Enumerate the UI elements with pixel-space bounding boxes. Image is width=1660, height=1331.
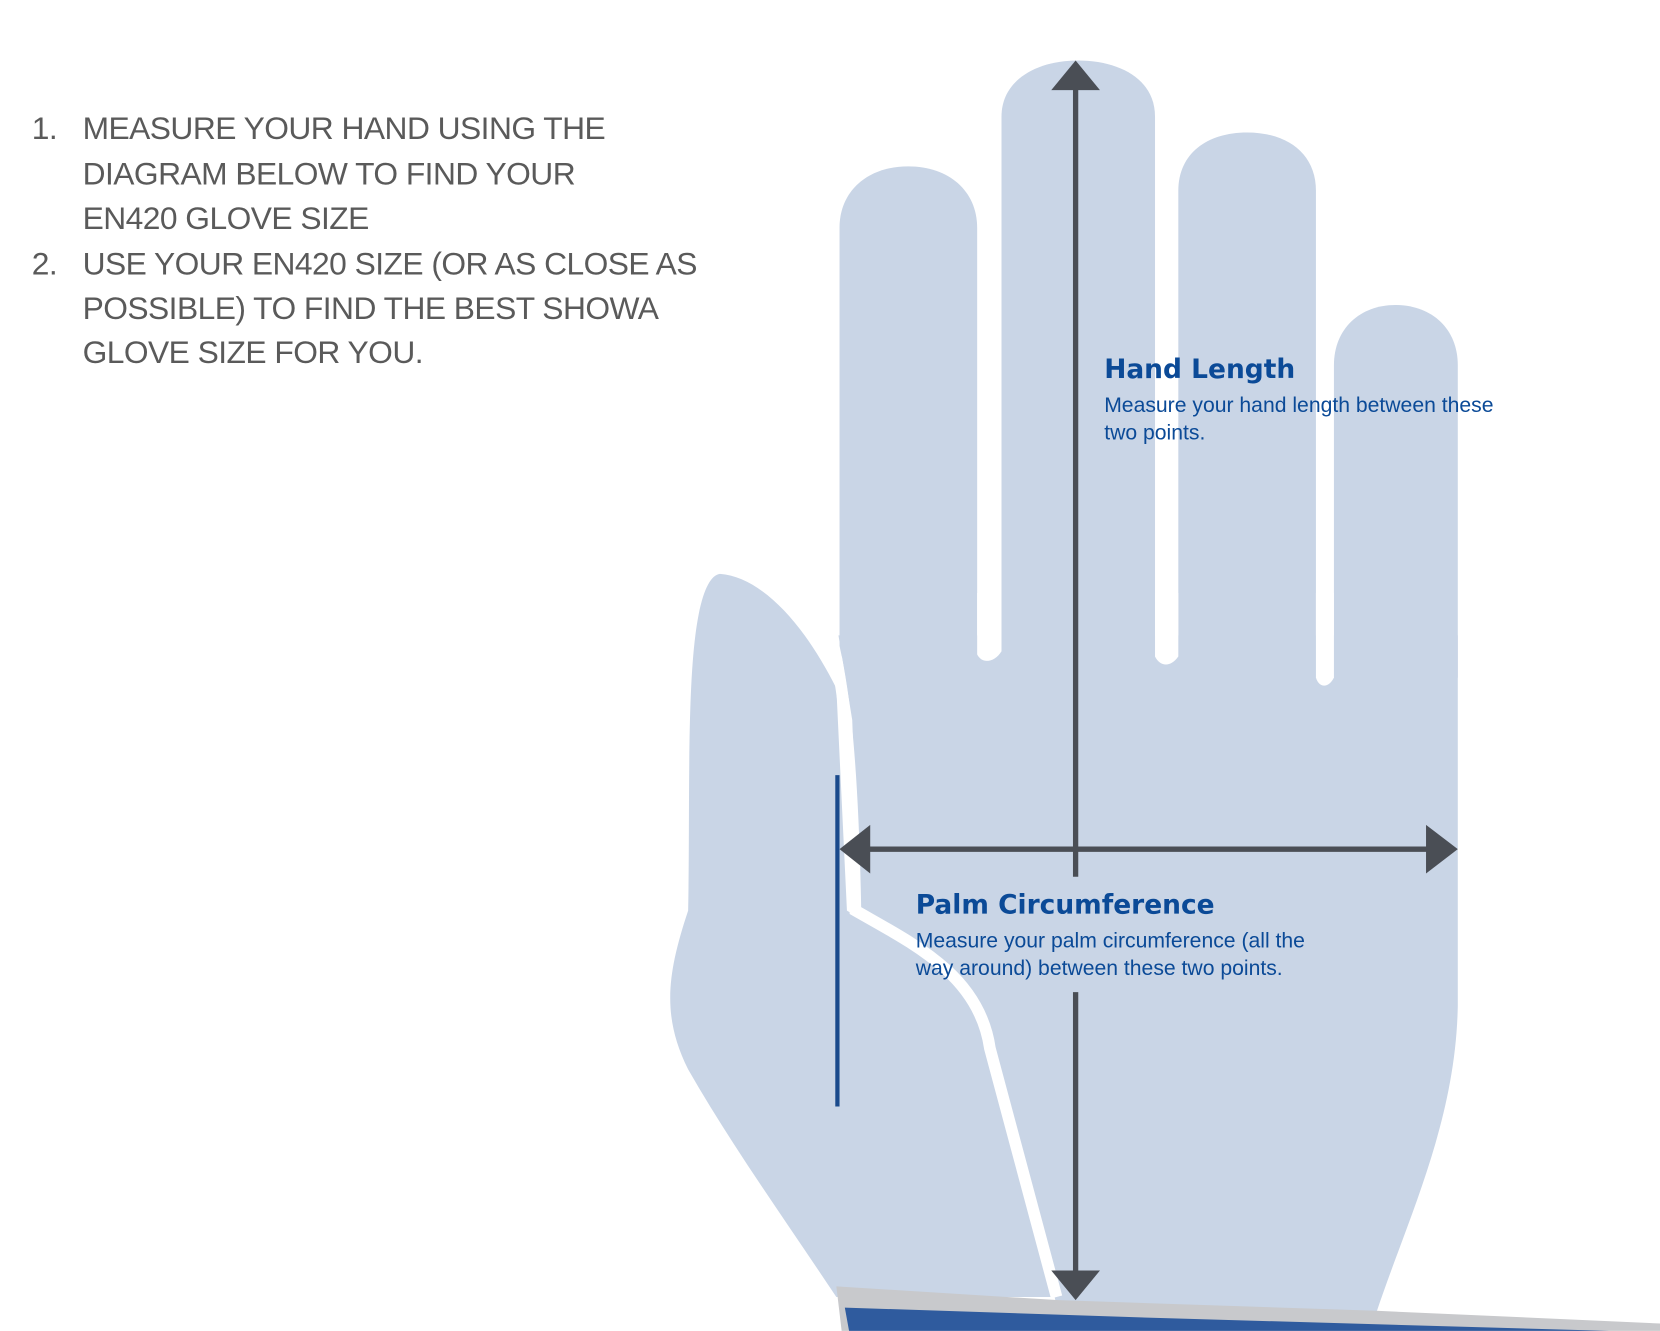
instructions: 1. MEASURE YOUR HAND USING THE DIAGRAM B…	[32, 110, 698, 370]
index-finger	[839, 166, 978, 657]
hand-length-title: Hand Length	[1104, 354, 1295, 385]
step-2-line-3: GLOVE SIZE FOR YOU.	[83, 334, 423, 370]
step-1-line-3: EN420 GLOVE SIZE	[83, 200, 369, 236]
hand-illustration	[670, 60, 1458, 1313]
arrow-left-icon	[839, 824, 871, 874]
palm-circumference-desc-line-2: way around) between these two points.	[915, 957, 1283, 980]
finger-gap-1	[977, 592, 1002, 661]
hand-length-desc-line-1: Measure your hand length between these	[1104, 394, 1493, 417]
finger-gap-2	[1155, 592, 1179, 665]
finger-gap-3	[1315, 592, 1334, 686]
palm-circumference-title: Palm Circumference	[916, 890, 1215, 921]
step-2-line-2: POSSIBLE) TO FIND THE BEST SHOWA	[83, 290, 660, 326]
arrow-up-icon	[1051, 60, 1100, 91]
step-number-2: 2.	[32, 245, 57, 281]
ring-finger	[1178, 132, 1316, 657]
pinky-finger	[1333, 305, 1458, 678]
step-1-line-1: MEASURE YOUR HAND USING THE	[83, 110, 606, 146]
arrow-down-icon	[1051, 1270, 1100, 1301]
hand-length-label: Hand Length Measure your hand length bet…	[1104, 354, 1493, 444]
palm	[838, 635, 1458, 1313]
step-number-1: 1.	[32, 110, 57, 146]
measurement-arrows	[835, 60, 1458, 1301]
thumb-palm-gap	[825, 633, 1063, 1299]
arrow-right-icon	[1426, 824, 1458, 874]
step-2-line-1: USE YOUR EN420 SIZE (OR AS CLOSE AS	[83, 245, 697, 281]
step-1-line-2: DIAGRAM BELOW TO FIND YOUR	[83, 155, 576, 191]
palm-circumference-desc-line-1: Measure your palm circumference (all the	[916, 930, 1305, 953]
wrist-cuff	[836, 1286, 1660, 1331]
thumb	[670, 573, 1054, 1297]
hand-length-desc-line-2: two points.	[1104, 421, 1205, 444]
palm-circumference-label: Palm Circumference Measure your palm cir…	[915, 890, 1305, 980]
cuff-blue-band	[844, 1307, 1610, 1331]
